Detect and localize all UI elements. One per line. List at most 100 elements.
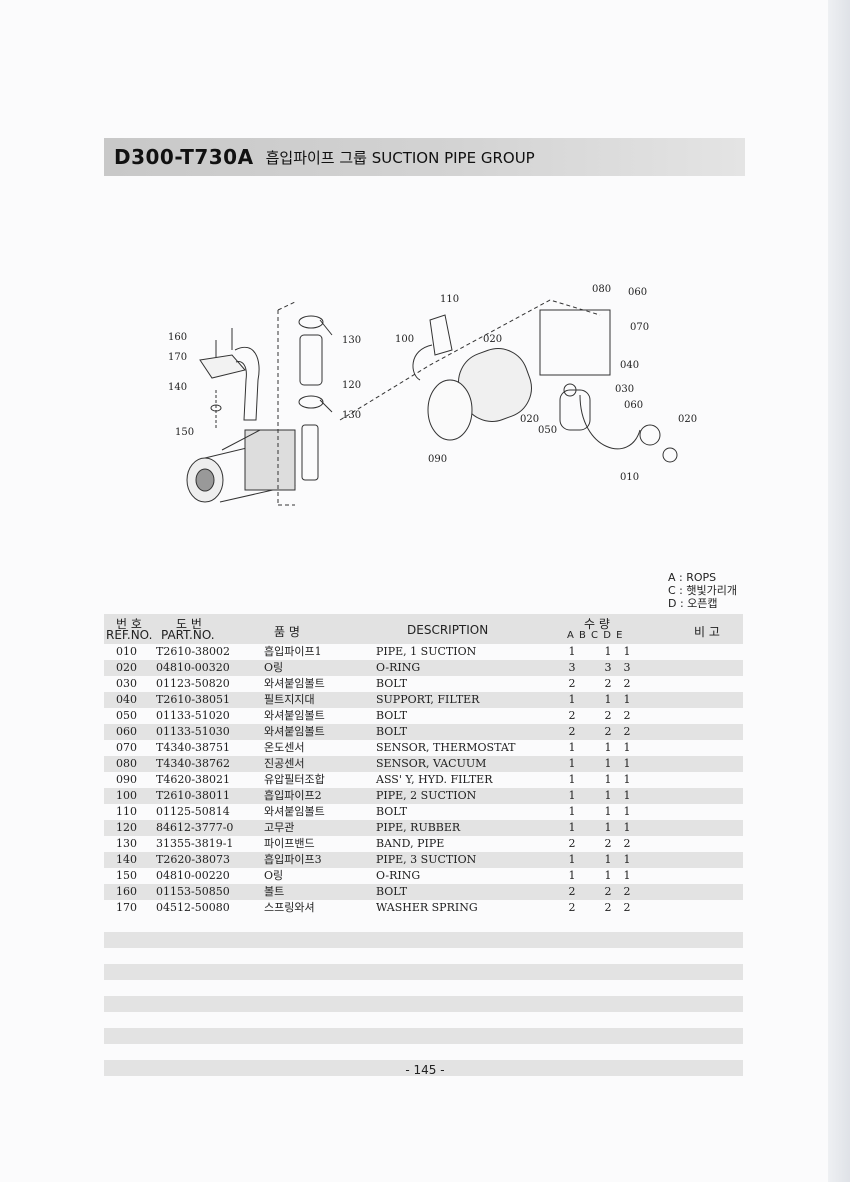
legend: A : ROPS C : 햇빛가리개 D : 오픈캡: [668, 571, 778, 610]
korean-name-cell: 흡입파이프1: [264, 645, 322, 658]
header-description: DESCRIPTION: [407, 623, 489, 637]
callout-020-top: 020: [483, 334, 502, 345]
korean-name-cell: 스프링와셔: [264, 901, 315, 914]
qty-d-cell: 1: [623, 869, 631, 882]
qty-a-cell: 1: [568, 645, 576, 658]
description-cell: WASHER SPRING: [376, 901, 478, 914]
callout-130-top: 130: [342, 335, 361, 346]
qty-a-cell: 1: [568, 693, 576, 706]
korean-name-cell: 파이프밴드: [264, 837, 315, 850]
header-kor-name: 품 명: [274, 625, 300, 639]
description-cell: SUPPORT, FILTER: [376, 693, 480, 706]
qty-c-cell: 1: [604, 805, 612, 818]
korean-name-cell: 와셔붙임볼트: [264, 709, 325, 722]
header-part-kor: 도 번: [176, 617, 202, 631]
callout-160: 160: [168, 332, 187, 343]
part-no-cell: T2610-38011: [156, 789, 231, 802]
table-header: 번 호 REF.NO. 도 번 PART.NO. 품 명 DESCRIPTION…: [104, 614, 743, 644]
callout-050: 050: [538, 425, 557, 436]
blank-row: [104, 1060, 743, 1076]
description-cell: BOLT: [376, 885, 408, 898]
page-number: - 145 -: [405, 1063, 445, 1077]
qty-a-cell: 1: [568, 805, 576, 818]
callout-170: 170: [168, 352, 187, 363]
header-part-eng: PART.NO.: [161, 628, 215, 642]
callout-040: 040: [620, 360, 639, 371]
korean-name-cell: 필트지지대: [264, 693, 315, 706]
description-cell: SENSOR, VACUUM: [376, 757, 487, 770]
ref-no-cell: 070: [116, 741, 137, 754]
ref-no-cell: 060: [116, 725, 137, 738]
section-code: D300-T730A: [114, 145, 254, 169]
qty-c-cell: 1: [604, 853, 612, 866]
korean-name-cell: 진공센서: [264, 757, 305, 770]
section-name: 흡입파이프 그룹 SUCTION PIPE GROUP: [265, 148, 535, 167]
legend-item-sunshade: C : 햇빛가리개: [668, 584, 737, 597]
pipe-3-drawing: [199, 328, 260, 430]
qty-d-cell: 1: [623, 853, 631, 866]
callout-010: 010: [620, 472, 639, 483]
qty-d-cell: 1: [623, 693, 631, 706]
qty-c-cell: 2: [604, 885, 612, 898]
callout-110: 110: [440, 294, 459, 305]
qty-a-cell: 2: [568, 725, 576, 738]
parts-table: 번 호 REF.NO. 도 번 PART.NO. 품 명 DESCRIPTION…: [104, 614, 743, 1076]
section-title-bar: D300-T730A 흡입파이프 그룹 SUCTION PIPE GROUP: [104, 138, 745, 176]
korean-name-cell: 와셔붙임볼트: [264, 677, 325, 690]
page-edge: [828, 0, 850, 1182]
korean-name-cell: 볼트: [264, 885, 285, 898]
qty-a-cell: 2: [568, 709, 576, 722]
diagram-callouts: 160 170 140 150 130 120 130 100 110 020 …: [168, 284, 697, 483]
korean-name-cell: O링: [264, 869, 284, 882]
ref-no-cell: 020: [116, 661, 137, 674]
ref-no-cell: 160: [116, 885, 137, 898]
qty-c-cell: 1: [604, 645, 612, 658]
qty-a-cell: 1: [568, 773, 576, 786]
part-no-cell: 84612-3777-0: [156, 821, 234, 834]
qty-c-cell: 1: [604, 773, 612, 786]
qty-c-cell: 1: [604, 693, 612, 706]
part-no-cell: 01123-50820: [156, 677, 230, 690]
part-no-cell: 01125-50814: [156, 805, 230, 818]
callout-080: 080: [592, 284, 611, 295]
qty-d-cell: 1: [623, 773, 631, 786]
korean-name-cell: 와셔붙임볼트: [264, 725, 325, 738]
header-quantity: 수 량: [584, 617, 610, 631]
part-no-cell: 01153-50850: [156, 885, 230, 898]
qty-c-cell: 1: [604, 757, 612, 770]
header-ref-kor: 번 호: [116, 617, 142, 631]
korean-name-cell: 와셔붙임볼트: [264, 805, 325, 818]
qty-d-cell: 1: [623, 645, 631, 658]
callout-140: 140: [168, 382, 187, 393]
description-cell: PIPE, RUBBER: [376, 821, 461, 834]
callout-060-bottom: 060: [624, 400, 643, 411]
ref-no-cell: 130: [116, 837, 137, 850]
diagram-svg: 160 170 140 150 130 120 130 100 110 020 …: [168, 284, 697, 506]
blank-row: [104, 1028, 743, 1044]
part-no-cell: T2620-38073: [156, 853, 231, 866]
ref-no-cell: 150: [116, 869, 137, 882]
qty-d-cell: 1: [623, 789, 631, 802]
description-cell: SENSOR, THERMOSTAT: [376, 741, 516, 754]
description-cell: BOLT: [376, 677, 408, 690]
description-cell: ASS' Y, HYD. FILTER: [376, 773, 493, 786]
callout-020-right: 020: [678, 414, 697, 425]
callout-030: 030: [615, 384, 634, 395]
header-qty-columns: A B C D E: [567, 630, 623, 641]
qty-a-cell: 2: [568, 885, 576, 898]
ref-no-cell: 030: [116, 677, 137, 690]
filter-assembly-drawing: [339, 299, 678, 463]
korean-name-cell: 흡입파이프2: [264, 789, 322, 802]
blank-row: [104, 948, 743, 964]
qty-d-cell: 1: [623, 805, 631, 818]
legend-item-rops: A : ROPS: [668, 571, 717, 584]
